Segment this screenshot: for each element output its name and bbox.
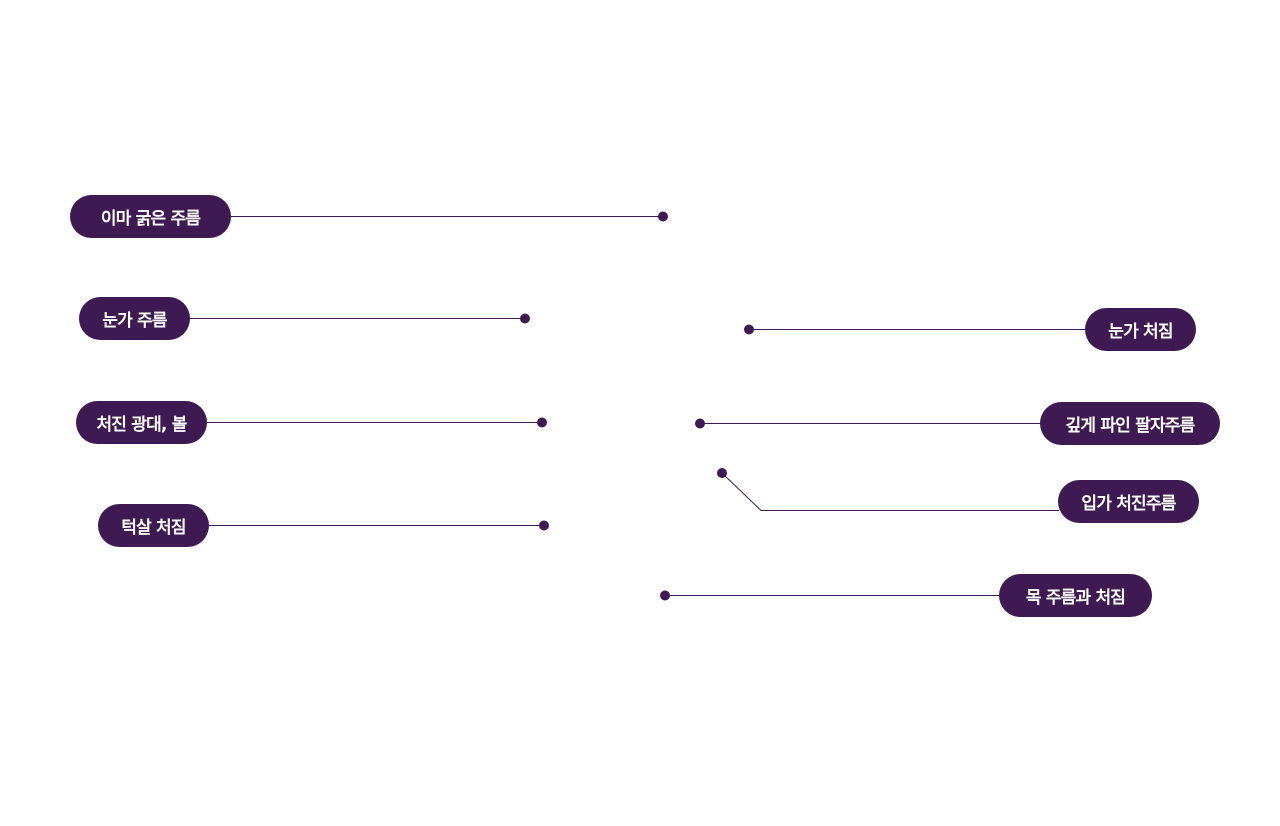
label-mouth-wrinkle: 입가 처진주름 [1058,480,1199,523]
label-forehead-wrinkle: 이마 굵은 주름 [70,195,231,238]
marker-dot-eye-wrinkle [520,313,530,324]
marker-dot-neck [660,590,670,601]
marker-dot-forehead [658,211,668,222]
marker-dot-mouth [717,468,727,478]
label-sagging-cheek: 처진 광대, 볼 [76,401,207,444]
label-eye-sagging: 눈가 처짐 [1085,308,1196,351]
marker-dot-chin [539,520,549,531]
connector-mouth [721,472,1059,511]
label-jowl-sagging: 턱살 처짐 [98,504,209,547]
marker-dot-cheek [537,417,547,428]
label-nasolabial-fold: 깊게 파인 팔자주름 [1040,402,1220,445]
marker-dot-eye-sag [744,324,754,335]
label-neck-wrinkle: 목 주름과 처짐 [999,574,1152,617]
marker-dot-nasolabial [695,418,705,429]
label-eye-wrinkle: 눈가 주름 [79,297,190,340]
